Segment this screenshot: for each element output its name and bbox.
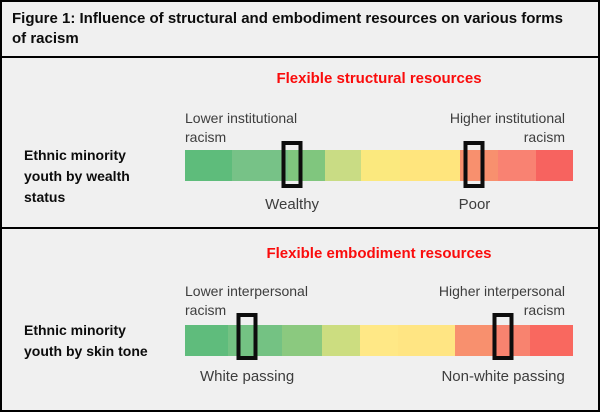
- bar-segment: [400, 150, 461, 181]
- bar-segment: [231, 150, 288, 181]
- bar-segment: [325, 150, 362, 181]
- axis-label-lower-institutional: Lower institutional racism: [185, 110, 298, 145]
- gradient-bar-institutional-racism: [185, 150, 573, 181]
- bar-segment: [321, 325, 360, 356]
- axis-label-lower-interpersonal: Lower interpersonal racism: [185, 283, 308, 318]
- bar-segment: [397, 325, 455, 356]
- bar-zone: Flexible structural resources Lower inst…: [185, 58, 573, 227]
- bar-segment: [536, 150, 573, 181]
- panel-structural-resources: Ethnic minority youth by wealth status F…: [2, 58, 598, 229]
- bar-segment: [185, 150, 232, 181]
- panel-header-embodiment: Flexible embodiment resources: [266, 245, 492, 262]
- row-label-line: Ethnic minority: [24, 147, 126, 163]
- row-label-skin-tone: Ethnic minority youth by skin tone: [24, 320, 148, 362]
- axis-label-higher-interpersonal: Higher interpersonal racism: [438, 283, 565, 318]
- panel-embodiment-resources: Ethnic minority youth by skin tone Flexi…: [2, 229, 598, 406]
- marker-white-passing: [236, 313, 258, 360]
- bar-segment: [281, 325, 322, 356]
- row-label-line: youth by wealth: [24, 168, 130, 184]
- marker-poor: [463, 141, 485, 188]
- axis-label-higher-institutional: Higher institutional racism: [449, 110, 565, 145]
- bar-segment: [185, 325, 229, 356]
- marker-label-wealthy: Wealthy: [265, 196, 320, 213]
- bar-segment: [287, 150, 326, 181]
- row-label-line: status: [24, 189, 66, 205]
- bar-zone: Flexible embodiment resources Lower inte…: [185, 229, 573, 406]
- figure-title: Figure 1: Influence of structural and em…: [12, 10, 563, 47]
- bar-segment: [455, 325, 492, 356]
- row-label-line: Ethnic minority: [24, 322, 126, 338]
- marker-label-white-passing: White passing: [199, 368, 295, 385]
- bar-segment: [529, 325, 573, 356]
- bar-segment: [361, 150, 401, 181]
- bar-segment: [498, 150, 537, 181]
- marker-wealthy: [281, 141, 303, 188]
- bar-segment: [359, 325, 398, 356]
- row-label-line: youth by skin tone: [24, 343, 148, 359]
- row-label-wealth: Ethnic minority youth by wealth status: [24, 145, 130, 208]
- figure-title-row: Figure 1: Influence of structural and em…: [2, 2, 598, 58]
- panel-header-structural: Flexible structural resources: [276, 70, 482, 87]
- marker-label-non-white-passing: Non-white passing: [441, 368, 565, 385]
- marker-non-white-passing: [492, 313, 514, 360]
- marker-label-poor: Poor: [458, 196, 491, 213]
